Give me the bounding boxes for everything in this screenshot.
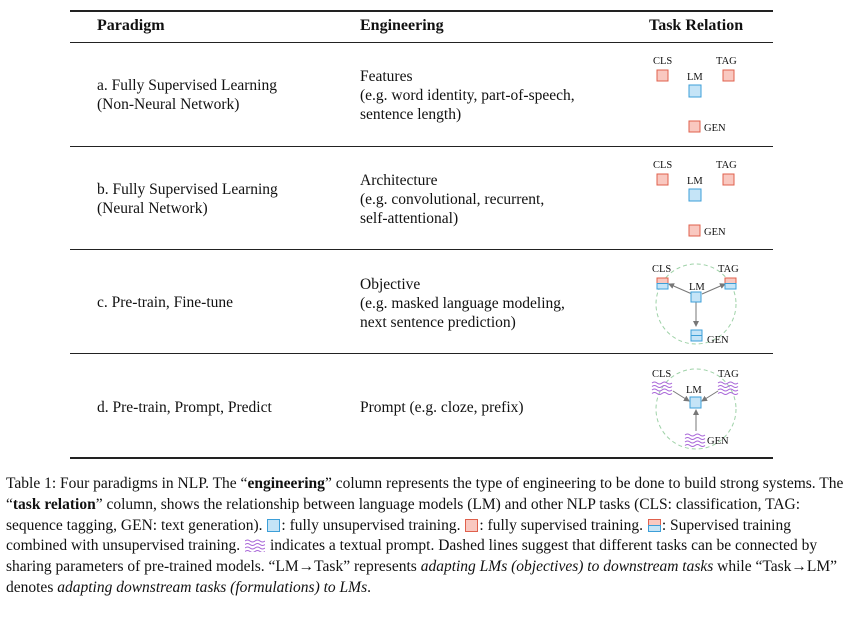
caption-text: Table 1: Four paradigms in NLP. The “ xyxy=(6,475,248,492)
combined-square-icon xyxy=(647,518,661,532)
header-task-relation: Task Relation xyxy=(649,17,744,34)
row-c-engineering: Objective (e.g. masked language modeling… xyxy=(360,275,565,332)
engineering-line: (e.g. convolutional, recurrent, xyxy=(360,191,545,208)
caption-text: ” column represents the type of engineer… xyxy=(6,475,844,513)
shared-parameters-dashed-circle xyxy=(655,368,737,450)
paradigm-line: d. Pre-train, Prompt, Predict xyxy=(97,399,272,416)
lm-unsupervised-square xyxy=(688,84,702,98)
row-d-engineering: Prompt (e.g. cloze, prefix) xyxy=(360,398,524,417)
gen-label: GEN xyxy=(704,123,726,134)
gen-label: GEN xyxy=(704,227,726,238)
lm-label: LM xyxy=(687,72,703,83)
caption-text: : Supervised training combined with unsu… xyxy=(6,516,791,555)
task-relation-diagram-c: CLS TAG LM GEN xyxy=(640,258,750,350)
engineering-line: Architecture xyxy=(360,172,438,189)
caption-text: while “Task→LM” denotes xyxy=(6,558,838,596)
row-a-paradigm: a. Fully Supervised Learning (Non-Neural… xyxy=(97,76,277,114)
table-row-rule xyxy=(70,353,773,354)
table-caption: Table 1: Four paradigms in NLP. The “eng… xyxy=(6,474,844,599)
engineering-line: (e.g. masked language modeling, xyxy=(360,295,565,312)
lm-to-cls-arrow xyxy=(668,283,693,295)
row-c-paradigm: c. Pre-train, Fine-tune xyxy=(97,293,233,312)
cls-label: CLS xyxy=(653,160,672,171)
tag-prompt-wave xyxy=(717,381,739,395)
cls-combined-square xyxy=(656,277,669,290)
engineering-line: next sentence prediction) xyxy=(360,314,516,331)
tag-to-lm-arrow xyxy=(701,390,719,402)
tag-label: TAG xyxy=(718,264,739,275)
table-top-rule xyxy=(70,10,773,12)
tag-supervised-square xyxy=(722,173,735,186)
table-row-rule xyxy=(70,249,773,250)
table-row-rule xyxy=(70,146,773,147)
paradigm-line: a. Fully Supervised Learning xyxy=(97,77,277,94)
cls-label: CLS xyxy=(652,264,671,275)
supervised-square-icon xyxy=(465,518,479,532)
task-relation-diagram-d: CLS TAG LM GEN xyxy=(640,363,750,455)
engineering-line: Features xyxy=(360,68,413,85)
unsupervised-square-icon xyxy=(267,518,281,532)
table-bottom-rule xyxy=(70,457,773,459)
engineering-line: self-attentional) xyxy=(360,210,459,227)
header-engineering: Engineering xyxy=(360,17,444,34)
lm-label: LM xyxy=(689,282,705,293)
lm-label: LM xyxy=(686,385,702,396)
caption-italic: adapting downstream tasks (formulations)… xyxy=(57,578,368,596)
tag-combined-square xyxy=(724,277,737,290)
cls-label: CLS xyxy=(652,369,671,380)
row-a-engineering: Features (e.g. word identity, part-of-sp… xyxy=(360,67,575,124)
engineering-line: sentence length) xyxy=(360,106,462,123)
task-relation-diagram-a: CLS TAG LM GEN xyxy=(640,52,750,144)
task-relation-diagram-b: CLS TAG LM GEN xyxy=(640,156,750,248)
engineering-line: (e.g. word identity, part-of-speech, xyxy=(360,87,575,104)
row-b-paradigm: b. Fully Supervised Learning (Neural Net… xyxy=(97,180,278,218)
gen-supervised-square xyxy=(688,120,701,133)
gen-label: GEN xyxy=(707,335,729,346)
caption-bold-engineering: engineering xyxy=(247,475,325,492)
cls-to-lm-arrow xyxy=(672,390,690,402)
cls-label: CLS xyxy=(653,56,672,67)
paradigm-line: (Neural Network) xyxy=(97,200,208,217)
paradigm-line: c. Pre-train, Fine-tune xyxy=(97,294,234,311)
shared-parameters-dashed-circle xyxy=(655,263,737,345)
caption-text: indicates a textual prompt. Dashed lines… xyxy=(6,537,818,576)
tag-label: TAG xyxy=(716,160,737,171)
tag-label: TAG xyxy=(718,369,739,380)
gen-supervised-square xyxy=(688,224,701,237)
lm-unsupervised-square xyxy=(690,291,702,303)
gen-prompt-wave xyxy=(684,433,706,447)
lm-to-tag-arrow xyxy=(701,283,726,295)
lm-unsupervised-square xyxy=(689,396,702,409)
row-b-engineering: Architecture (e.g. convolutional, recurr… xyxy=(360,171,544,228)
paradigm-line: (Non-Neural Network) xyxy=(97,96,240,113)
caption-italic: adapting LMs (objectives) to downstream … xyxy=(420,558,714,576)
gen-combined-square xyxy=(690,329,703,342)
header-paradigm: Paradigm xyxy=(97,17,165,34)
cls-supervised-square xyxy=(656,173,669,186)
engineering-line: Objective xyxy=(360,276,421,293)
lm-unsupervised-square xyxy=(688,188,702,202)
tag-supervised-square xyxy=(722,69,735,82)
tag-label: TAG xyxy=(716,56,737,67)
lm-label: LM xyxy=(687,176,703,187)
caption-text: : fully supervised training. xyxy=(479,516,643,534)
row-d-paradigm: d. Pre-train, Prompt, Predict xyxy=(97,398,272,417)
caption-text: : fully unsupervised training. xyxy=(281,516,461,534)
caption-text: . xyxy=(367,578,371,596)
table-header-rule xyxy=(70,42,773,43)
engineering-line: Prompt (e.g. cloze, prefix) xyxy=(360,399,524,416)
prompt-wave-icon xyxy=(245,539,266,553)
gen-label: GEN xyxy=(707,436,729,447)
paradigm-line: b. Fully Supervised Learning xyxy=(97,181,278,198)
caption-bold-task-relation: task relation xyxy=(12,495,96,513)
cls-supervised-square xyxy=(656,69,669,82)
caption-text: ” column, shows the relationship between… xyxy=(6,495,801,534)
